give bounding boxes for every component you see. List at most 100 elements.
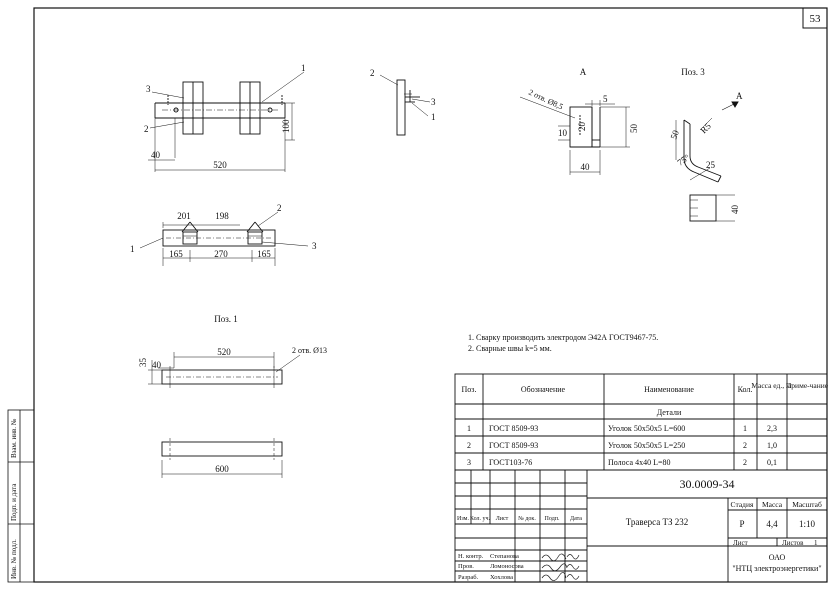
dim-a-5: 5	[603, 94, 608, 104]
spec-row-1: 1 ГОСТ 8509-93 Уголок 50x50x5 L=600 1 2,…	[467, 424, 777, 433]
dim-length-520: 520	[213, 160, 227, 170]
dim-plan-165-right: 165	[257, 249, 271, 259]
signatory-row: Пров. Ломоносова	[458, 563, 524, 570]
callout-2-front: 2	[144, 124, 149, 134]
spec-section-label: Детали	[657, 408, 682, 417]
spec-cell-name: Полоса 4x40 L=80	[608, 458, 670, 467]
sheets-label: Листов	[782, 539, 804, 547]
callout-2-plan: 2	[277, 203, 282, 213]
spec-cell-name: Уголок 50x50x5 L=600	[608, 424, 685, 433]
callout-3-side: 3	[431, 97, 436, 107]
dim-pos1-40: 40	[152, 360, 162, 370]
mass-value: 4,4	[766, 519, 778, 529]
company-line-1: ОАО	[769, 553, 786, 562]
spec-cell-qty: 2	[743, 441, 747, 450]
callout-1-plan: 1	[130, 244, 135, 254]
callout-1-side: 1	[431, 112, 436, 122]
stamp-inv-label: Инв. № подл.	[10, 539, 18, 579]
signatory-role: Разраб.	[458, 574, 479, 581]
spec-cell-pos: 2	[467, 441, 471, 450]
page-number: 53	[810, 13, 822, 25]
scale-header: Масштаб	[792, 500, 822, 509]
dim-plan-165-left: 165	[169, 249, 183, 259]
pos1-hole-note: 2 отв. Ø13	[292, 346, 327, 355]
pos3-title: Поз. 3	[681, 67, 705, 77]
drawing-title: Траверса ТЗ 232	[626, 517, 688, 527]
section-a-view	[519, 96, 630, 175]
spec-header-mass: Масса ед., кг	[751, 381, 792, 390]
rev-header-sign: Подп.	[545, 516, 560, 522]
signatory-role: Пров.	[458, 563, 474, 570]
side-stamp	[7, 409, 35, 583]
sheet-label: Лист	[733, 539, 748, 547]
dim-a-20: 20	[577, 122, 587, 132]
dim-a-40: 40	[581, 162, 591, 172]
rev-header-doc: № док.	[518, 516, 536, 522]
sheet-frame	[33, 7, 828, 583]
dim-plan-198: 198	[215, 211, 229, 221]
signatory-name: Хохлова	[490, 574, 513, 581]
dim-plan-270: 270	[214, 249, 228, 259]
dim-pos1-600: 600	[215, 464, 229, 474]
spec-header-note: Приме-чание	[786, 381, 829, 390]
spec-header-name: Наименование	[644, 385, 694, 394]
dim-pos3-50: 50	[668, 128, 681, 140]
side-view	[379, 74, 431, 136]
pos1-title: Поз. 1	[214, 314, 238, 324]
spec-header-doc: Обозначение	[521, 385, 566, 394]
callout-2-side: 2	[370, 68, 375, 78]
rev-header-qty: Кол. уч.	[470, 516, 491, 522]
spec-cell-doc: ГОСТ103-76	[489, 458, 532, 467]
spec-cell-doc: ГОСТ 8509-93	[489, 441, 538, 450]
assembly-front-view	[148, 71, 305, 172]
doc-number: 30.0009-34	[680, 477, 735, 491]
pos3-arrow-label: A	[736, 91, 743, 101]
dim-offset-40: 40	[151, 150, 161, 160]
signatory-name: Степанова	[490, 553, 519, 560]
spec-cell-pos: 3	[467, 458, 471, 467]
section-a-label: A	[580, 67, 587, 77]
callout-3-plan: 3	[312, 241, 317, 251]
dim-plan-201: 201	[177, 211, 191, 221]
spec-header-qty: Кол.	[738, 385, 753, 394]
scale-value: 1:10	[799, 519, 816, 529]
spec-cell-pos: 1	[467, 424, 471, 433]
plan-view	[139, 211, 309, 266]
spec-cell-mass: 1,0	[767, 441, 777, 450]
rev-header-date: Дата	[570, 516, 582, 522]
pos1-view	[148, 352, 301, 478]
mass-header: Масса	[762, 500, 783, 509]
signatory-name: Ломоносова	[490, 563, 524, 570]
callout-3-front: 3	[146, 84, 151, 94]
dim-pos1-35: 35	[138, 358, 148, 368]
dim-height-100: 100	[281, 119, 291, 133]
signatory-row: Разраб. Хохлова	[458, 574, 513, 581]
dim-pos3-75: 75°	[675, 152, 691, 168]
dim-a-10: 10	[558, 128, 568, 138]
rev-header-change: Изм.	[457, 516, 469, 522]
dim-pos3-40: 40	[730, 205, 740, 215]
signatory-row: Н. контр. Степанова	[458, 553, 519, 560]
company-line-2: "НТЦ электроэнергетики"	[732, 564, 821, 573]
note-1: 1. Сварку производить электродом Э42А ГО…	[468, 333, 658, 342]
pos3-view	[675, 101, 739, 222]
spec-cell-name: Уголок 50x50x5 L=250	[608, 441, 685, 450]
dim-pos3-r5: R5	[698, 121, 713, 136]
section-a-hole-note: 2 отв. Ø8,5	[527, 88, 564, 112]
signatory-role: Н. контр.	[458, 553, 484, 560]
spec-cell-mass: 0,1	[767, 458, 777, 467]
dim-pos1-520: 520	[217, 347, 231, 357]
stage-header: Стадия	[731, 500, 754, 509]
stage-value: Р	[739, 519, 744, 529]
spec-cell-doc: ГОСТ 8509-93	[489, 424, 538, 433]
spec-row-3: 3 ГОСТ103-76 Полоса 4x40 L=80 2 0,1	[467, 458, 777, 467]
spec-row-2: 2 ГОСТ 8509-93 Уголок 50x50x5 L=250 2 1,…	[467, 441, 777, 450]
spec-cell-qty: 2	[743, 458, 747, 467]
callout-1-front: 1	[301, 63, 306, 73]
stamp-sign-label: Подп. и дата	[10, 483, 18, 521]
handwritten-signatures	[541, 553, 580, 581]
spec-cell-mass: 2,3	[767, 424, 777, 433]
note-2: 2. Сварные швы k=5 мм.	[468, 344, 552, 353]
rev-header-sheet: Лист	[496, 516, 509, 522]
